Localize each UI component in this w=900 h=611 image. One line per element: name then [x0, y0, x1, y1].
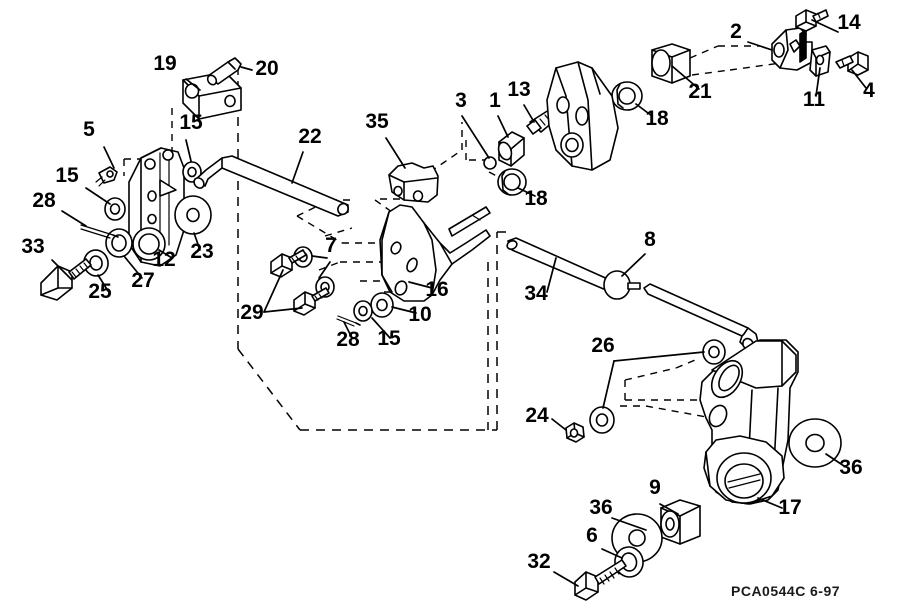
part-9-bushing: [660, 499, 701, 545]
part-32-hex-bolt: [574, 559, 627, 601]
callout-28-center: 28: [336, 328, 360, 351]
part-1-spacer-sleeve: [497, 131, 525, 167]
callout-34: 34: [524, 282, 548, 305]
callout-leader-lines: [51, 19, 867, 587]
callout-18-upper: 18: [645, 107, 669, 130]
part-28-cotter-pin-center: [336, 315, 361, 327]
callout-23: 23: [190, 240, 213, 263]
callout-27: 27: [131, 269, 154, 292]
footer-part-number: PCA0544C: [731, 583, 806, 599]
part-4-screw: [835, 51, 869, 76]
callout-labels: 1 2 3 4 5 6 7 8 9 10 11 12 13 14 15 15 1…: [21, 11, 875, 573]
part-29-screw-lower: [293, 287, 330, 316]
callout-13: 13: [507, 78, 530, 101]
part-11-clip-plate: [809, 45, 831, 77]
part-10-washer: [370, 292, 394, 318]
part-23-flat-washer: [174, 195, 212, 235]
callout-18-lower: 18: [524, 187, 548, 210]
callout-26: 26: [591, 334, 614, 357]
callout-21: 21: [688, 80, 712, 103]
shift-plate-right: [546, 61, 619, 171]
part-21-spacer-bushing: [651, 43, 691, 84]
part-20-pin: [206, 57, 242, 86]
part-34-shift-rod: [506, 237, 611, 291]
part-15-washer-lower: [104, 197, 126, 221]
callout-17: 17: [778, 496, 801, 519]
part-14-screw: [795, 9, 829, 32]
part-18-bushing-lower: [497, 168, 527, 196]
callout-33: 33: [21, 235, 44, 258]
part-26-washer-upper: [702, 339, 726, 365]
part-15-washer-center: [353, 300, 373, 322]
callout-32: 32: [527, 550, 550, 573]
part-2-cable-bracket-block: [771, 27, 813, 71]
part-24-hex-nut: [565, 422, 585, 443]
callout-3: 3: [455, 89, 467, 112]
callout-7: 7: [325, 234, 337, 257]
callout-15-center: 15: [377, 327, 401, 350]
callout-12: 12: [152, 248, 175, 271]
callout-24: 24: [525, 404, 549, 427]
part-17-shift-arm: [699, 339, 799, 505]
part-26-washer-lower: [589, 406, 615, 434]
part-33-shoulder-bolt: [40, 258, 92, 301]
footer-date: 6-97: [810, 583, 840, 599]
callout-25: 25: [88, 280, 112, 303]
part-29-screw-upper: [270, 249, 307, 278]
callout-19: 19: [153, 52, 176, 75]
callout-1: 1: [489, 89, 501, 112]
callout-22: 22: [298, 125, 321, 148]
part-12-shift-lever: [128, 147, 185, 267]
callout-15-upper: 15: [179, 111, 203, 134]
callout-16: 16: [425, 278, 448, 301]
callout-2: 2: [730, 20, 742, 43]
callout-9: 9: [649, 476, 661, 499]
part-22-link-rod: [193, 155, 349, 217]
part-5-retaining-clip: [95, 166, 118, 187]
callout-5: 5: [83, 118, 95, 141]
callout-36-right: 36: [839, 456, 862, 479]
callout-4: 4: [863, 79, 875, 102]
part-8-rod-connector: [603, 270, 631, 300]
callout-15-left: 15: [55, 164, 79, 187]
part-16-shift-bracket: [379, 204, 491, 302]
callout-6: 6: [586, 524, 598, 547]
callout-20: 20: [255, 57, 278, 80]
footer: PCA0544C 6-97: [731, 583, 840, 599]
shift-rod-lower-segment: [627, 282, 759, 351]
part-27-washer: [105, 228, 133, 258]
callout-11: 11: [803, 88, 826, 111]
callout-28-left: 28: [32, 189, 56, 212]
callout-35: 35: [365, 110, 389, 133]
callout-14: 14: [837, 11, 861, 34]
part-35-cam-block: [388, 162, 439, 203]
callout-10: 10: [408, 303, 431, 326]
part-3-ball-pin: [483, 156, 497, 170]
callout-8: 8: [644, 228, 656, 251]
callout-29: 29: [240, 301, 263, 324]
callout-36-bottom: 36: [589, 496, 612, 519]
part-15-washer-upper: [182, 161, 202, 183]
